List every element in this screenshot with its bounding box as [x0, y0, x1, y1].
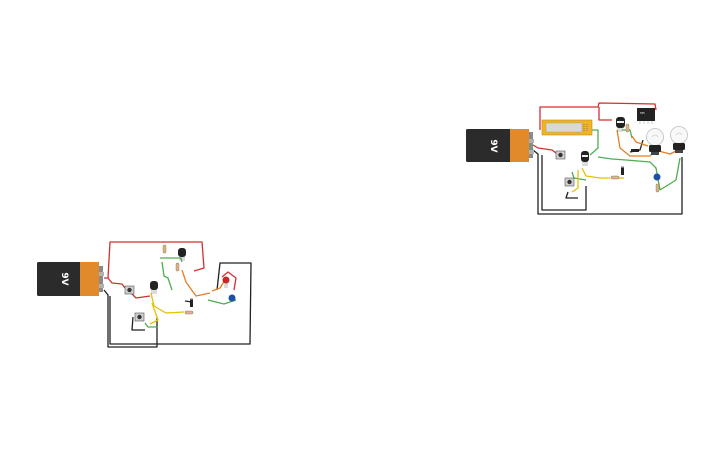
wire-green[interactable] [144, 322, 158, 328]
wire-yellow[interactable] [581, 167, 610, 179]
wire-yellow[interactable] [150, 292, 185, 314]
wire-black[interactable] [565, 191, 578, 199]
resistor[interactable] [610, 175, 620, 180]
wire-black[interactable] [541, 155, 587, 211]
wires-right [532, 102, 683, 215]
light-bulb[interactable] [646, 128, 664, 156]
resistor[interactable] [625, 123, 630, 133]
light-bulb[interactable] [670, 126, 688, 154]
battery-9v[interactable]: 9V [466, 129, 534, 162]
led-red[interactable] [222, 276, 230, 289]
circuit-right[interactable]: 9V [466, 102, 688, 215]
resistor[interactable] [162, 244, 167, 254]
push-button[interactable] [564, 177, 575, 187]
transistor[interactable] [150, 281, 158, 294]
wire-red[interactable] [539, 102, 657, 130]
wire-red[interactable] [104, 277, 126, 289]
led-blue[interactable] [228, 294, 236, 302]
wire-red[interactable] [221, 271, 237, 291]
push-button[interactable] [124, 285, 135, 295]
wire-black[interactable] [532, 149, 683, 215]
wire-green[interactable] [659, 157, 681, 191]
wires-left [103, 241, 252, 348]
wire-orange[interactable] [181, 269, 211, 297]
resistor[interactable] [184, 310, 194, 315]
battery-label: 9V [59, 272, 69, 285]
wire-green[interactable] [622, 129, 633, 139]
ic-label: 555 [640, 111, 645, 115]
push-button[interactable] [134, 312, 145, 322]
wire-green[interactable] [160, 257, 183, 263]
transistor[interactable] [178, 248, 186, 261]
diode[interactable] [631, 149, 639, 152]
wire-black[interactable] [109, 262, 252, 345]
wire-black[interactable] [131, 316, 145, 331]
wire-yellow[interactable] [571, 170, 579, 193]
push-button[interactable] [555, 150, 566, 160]
resistor[interactable] [175, 262, 180, 272]
transistor[interactable] [581, 151, 589, 166]
wire-green[interactable] [161, 261, 173, 291]
transistor[interactable] [616, 117, 625, 132]
battery-label: 9V [488, 139, 498, 152]
wire-red[interactable] [598, 107, 612, 121]
wire-red[interactable] [107, 241, 205, 279]
ic-555[interactable]: 555 [637, 108, 655, 124]
diode[interactable] [190, 298, 193, 307]
mini-breadboard[interactable] [541, 119, 593, 136]
led-blue[interactable] [653, 173, 661, 181]
wire-orange[interactable] [211, 279, 226, 292]
wire-green[interactable] [597, 156, 661, 191]
wire-black[interactable] [103, 289, 158, 348]
resistor[interactable] [655, 183, 660, 193]
wire-yellow[interactable] [149, 302, 159, 325]
diode[interactable] [621, 166, 624, 175]
wire-orange[interactable] [631, 135, 649, 147]
battery-9v[interactable]: 9V [37, 262, 104, 296]
circuit-left[interactable]: 9V [37, 241, 252, 348]
